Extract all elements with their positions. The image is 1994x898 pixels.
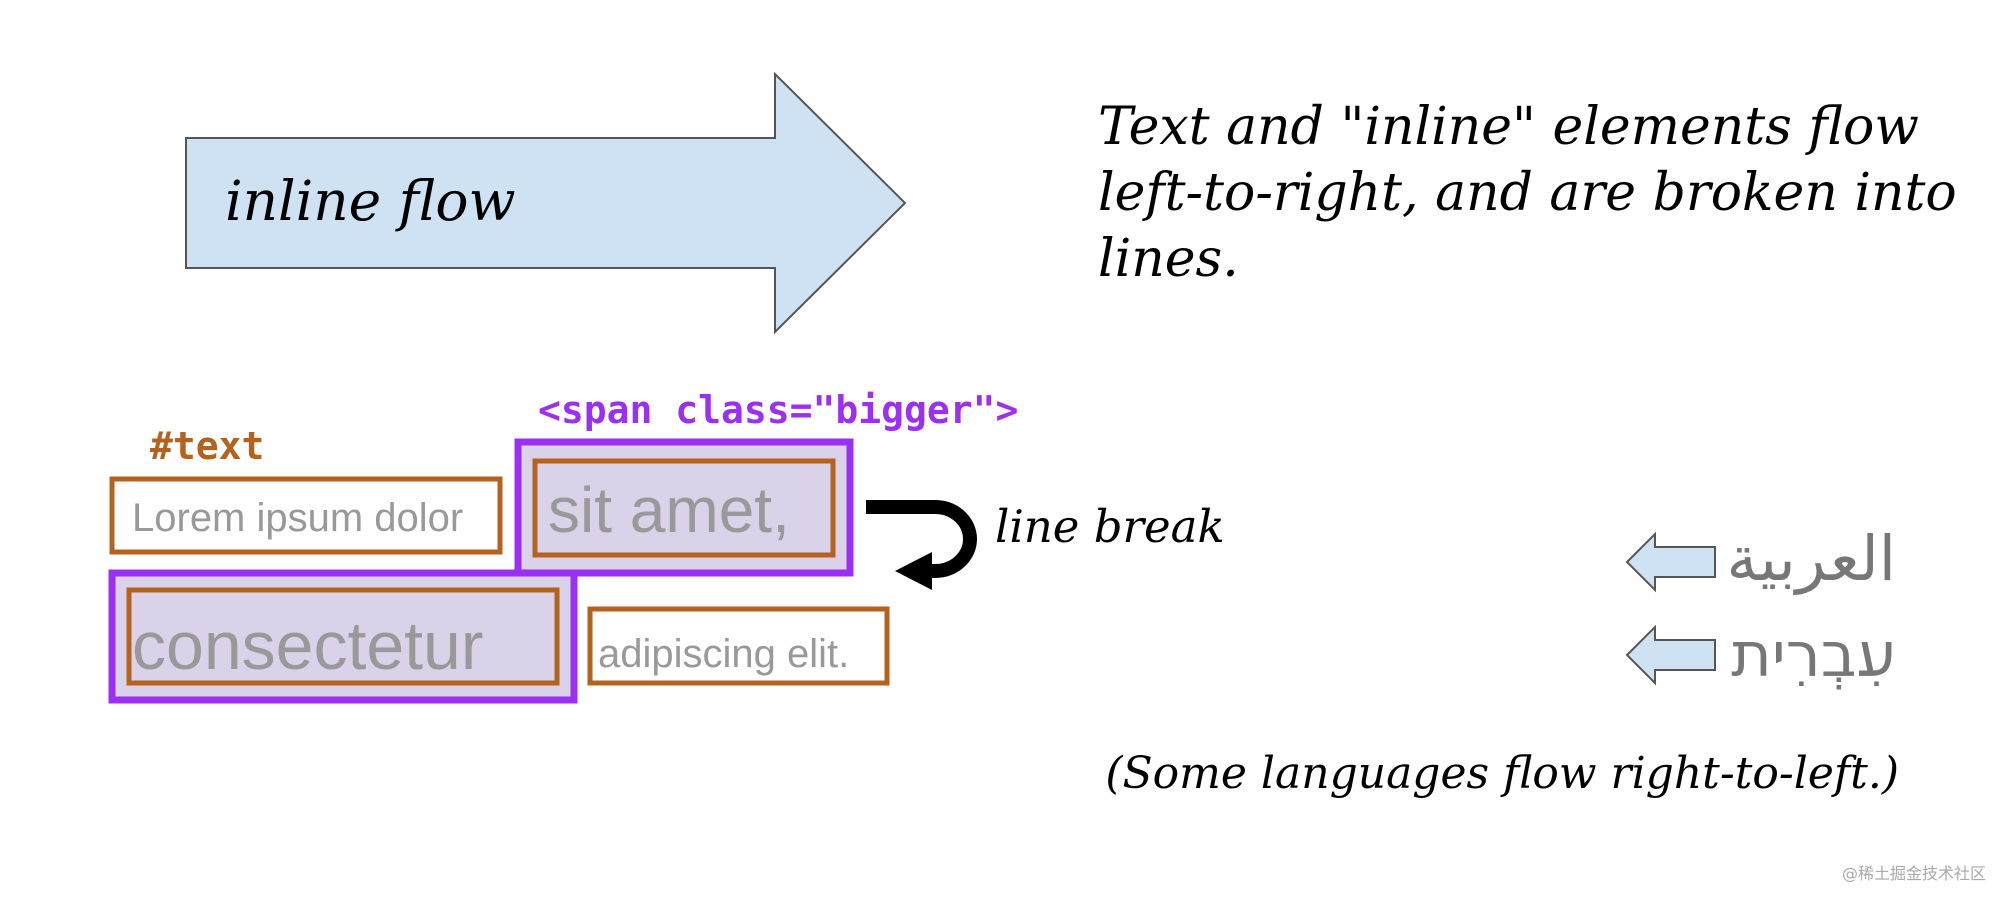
word-adipiscing: adipiscing elit.	[598, 632, 850, 676]
word-consectetur: consectetur	[132, 608, 484, 684]
text-box-consectetur	[126, 587, 560, 686]
inline-flow-arrow	[185, 71, 907, 335]
hebrew-arrow	[1625, 624, 1716, 686]
word-lorem: Lorem ipsum dolor	[132, 496, 464, 540]
text-box-adipiscing	[587, 606, 890, 686]
return-arrow-icon	[866, 500, 977, 590]
watermark: @稀土掘金技术社区	[1841, 864, 1986, 883]
span-box-line2	[108, 569, 578, 704]
word-sit-amet: sit amet,	[548, 474, 790, 546]
arabic-text: العربية	[1726, 522, 1896, 595]
arabic-arrow	[1625, 531, 1716, 593]
hebrew-text: עִבְרִית	[1731, 618, 1896, 691]
text-box-sit-amet	[532, 458, 836, 558]
text-node-label: #text	[150, 424, 265, 468]
line-break-label: line break	[995, 500, 1225, 553]
description-text: Text and "inline" elements flow left-to-…	[1098, 97, 1957, 289]
text-box-lorem	[109, 476, 503, 555]
inline-flow-label: inline flow	[225, 169, 516, 233]
span-box-line1	[514, 438, 854, 577]
rtl-note: (Some languages flow right-to-left.)	[1105, 748, 1899, 799]
span-tag-label: <span class="bigger">	[538, 388, 1019, 432]
